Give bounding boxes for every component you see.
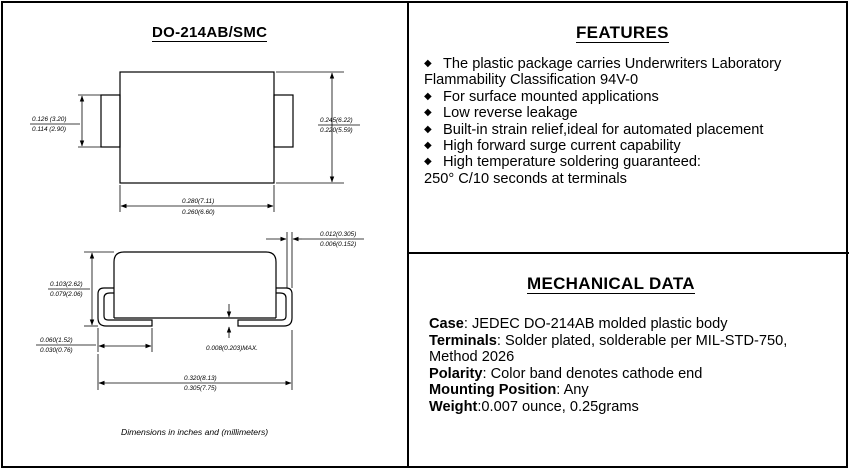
side-view-body	[113, 251, 277, 318]
mechanical-data-label: Mounting Position	[429, 382, 557, 399]
feature-text: The plastic package carries Underwriters…	[424, 56, 782, 89]
mechanical-data-row: Method 2026	[429, 349, 849, 366]
top-view-body	[119, 71, 275, 184]
dimensions-caption: Dimensions in inches and (millimeters)	[121, 427, 268, 437]
diamond-bullet-icon: ◆	[424, 123, 432, 135]
dim-length-min: 0.260(6.60)	[182, 209, 215, 216]
mechanical-data-list: Case: JEDEC DO-214AB molded plastic body…	[429, 316, 849, 416]
mechanical-data-row: Case: JEDEC DO-214AB molded plastic body	[429, 316, 849, 333]
dim-lead-thick-min: 0.006(0.152)	[320, 241, 356, 248]
feature-item: ◆ For surface mounted applications	[424, 89, 849, 105]
diamond-bullet-icon: ◆	[424, 107, 432, 119]
diamond-bullet-icon: ◆	[424, 90, 432, 102]
mechanical-data-title: MECHANICAL DATA	[527, 274, 695, 294]
mechanical-data-value: : Solder plated, solderable per MIL-STD-…	[496, 332, 788, 349]
feature-item: ◆High temperature soldering guaranteed:2…	[424, 154, 849, 187]
dim-height-min: 0.114 (2.90)	[32, 126, 66, 133]
feature-item: ◆ Low reverse leakage	[424, 105, 849, 121]
mechanical-data-label: Terminals	[429, 332, 497, 349]
dim-lead-thick-max: 0.012(0.305)	[320, 231, 356, 238]
side-view-left-lead	[97, 287, 153, 327]
feature-item: ◆ Built-in strain relief,ideal for automa…	[424, 122, 849, 138]
feature-text: Built-in strain relief,ideal for automat…	[443, 121, 764, 138]
feature-text: Low reverse leakage	[443, 105, 578, 122]
mechanical-data-row: Mounting Position: Any	[429, 382, 849, 399]
feature-text: High temperature soldering guaranteed:25…	[424, 154, 701, 187]
mechanical-data-value: Method 2026	[429, 349, 515, 366]
feature-item: ◆ High forward surge current capability	[424, 138, 849, 154]
mechanical-data-row: Polarity: Color band denotes cathode end	[429, 366, 849, 383]
mechanical-data-row: Weight:0.007 ounce, 0.25grams	[429, 399, 849, 416]
package-title: DO-214AB/SMC	[152, 24, 268, 42]
diamond-bullet-icon: ◆	[424, 156, 432, 168]
side-view-right-lead	[237, 287, 293, 327]
feature-text: For surface mounted applications	[443, 88, 659, 105]
dim-height-max: 0.126 (3.20)	[32, 116, 66, 123]
dim-lead-length-max: 0.060(1.52)	[40, 337, 73, 344]
dim-body-height-max: 0.103(2.62)	[50, 281, 83, 288]
diamond-bullet-icon: ◆	[424, 140, 432, 152]
mechanical-data-label: Polarity	[429, 365, 483, 382]
mechanical-data-value: : Color band denotes cathode end	[482, 365, 703, 382]
mechanical-data-value: :0.007 ounce, 0.25grams	[477, 398, 639, 415]
top-view-right-lead	[273, 94, 294, 148]
dim-standoff-max: 0.008(0.203)MAX.	[206, 345, 258, 352]
dim-length-max: 0.280(7.11)	[182, 198, 214, 205]
dim-width-max: 0.245(6.22)	[320, 117, 353, 124]
features-title: FEATURES	[576, 23, 669, 43]
dim-width-min: 0.220(5.59)	[320, 127, 353, 134]
dim-overall-min: 0.305(7.75)	[184, 385, 217, 392]
mechanical-data-value: : JEDEC DO-214AB molded plastic body	[463, 316, 728, 332]
top-view	[100, 71, 294, 184]
mechanical-data-row: Terminals: Solder plated, solderable per…	[429, 333, 849, 350]
mechanical-data-label: Case	[429, 316, 464, 332]
feature-text: High forward surge current capability	[443, 138, 681, 155]
top-view-left-lead	[100, 94, 121, 148]
column-divider	[407, 1, 409, 468]
features-list: ◆The plastic package carries Underwriter…	[424, 56, 849, 187]
dim-body-height-min: 0.079(2.06)	[50, 291, 83, 298]
side-view	[97, 251, 293, 327]
feature-item: ◆The plastic package carries Underwriter…	[424, 56, 849, 89]
dim-overall-max: 0.320(8.13)	[184, 375, 217, 382]
package-outline-drawing: 0.126 (3.20) 0.114 (2.90) 0.245(6.22) 0.…	[30, 71, 364, 437]
dim-lead-length-min: 0.030(0.76)	[40, 347, 73, 354]
section-divider	[408, 252, 849, 254]
mechanical-data-label: Weight	[429, 398, 478, 415]
mechanical-data-value: : Any	[556, 382, 589, 399]
diamond-bullet-icon: ◆	[424, 58, 432, 69]
